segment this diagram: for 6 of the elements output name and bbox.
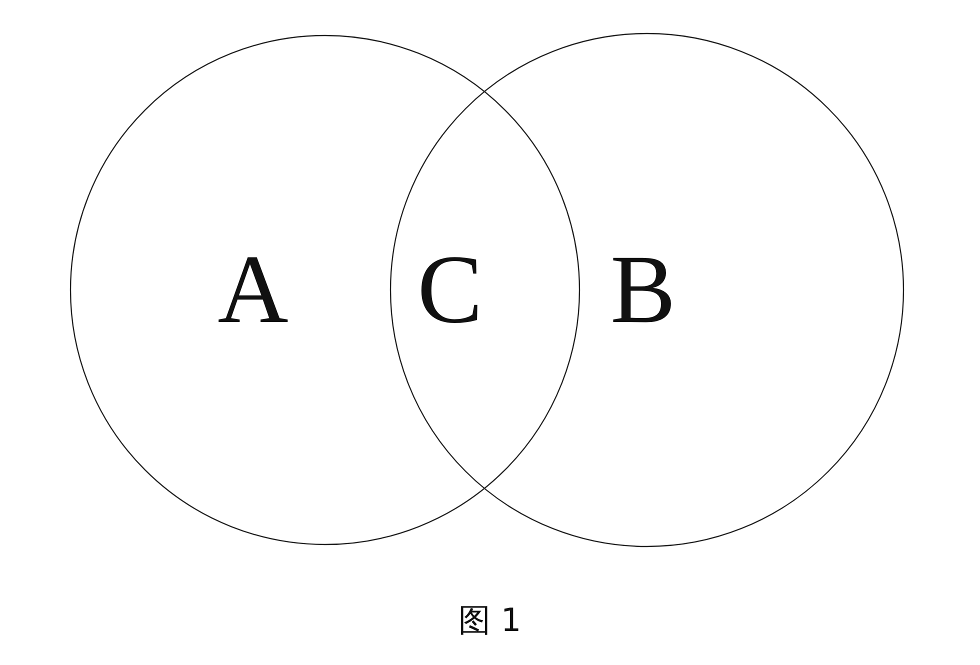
venn-circle: [70, 35, 580, 545]
intersection-label: C: [417, 241, 483, 339]
set-label: B: [610, 241, 676, 339]
set-label: A: [218, 241, 288, 339]
venn-circle: [390, 33, 904, 547]
figure-caption: 图 1: [458, 604, 522, 636]
